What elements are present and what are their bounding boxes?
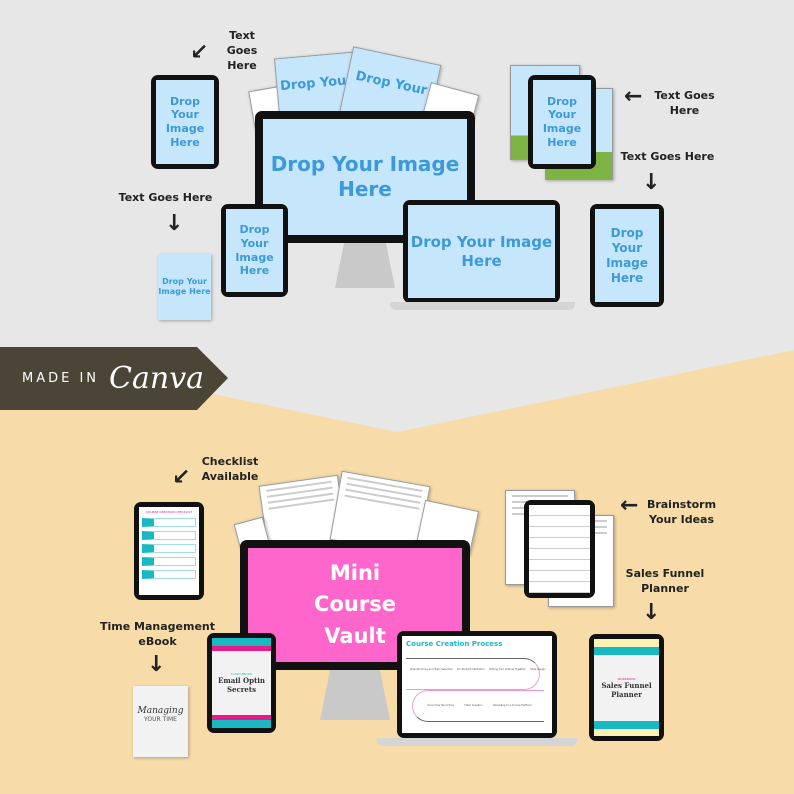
laptop-base <box>390 302 575 310</box>
canva-logo: Canva <box>109 361 205 396</box>
placeholder-text: Drop Your Image Here <box>226 209 283 292</box>
caption-label: Text Goes Here <box>654 89 715 117</box>
process-step: Brainstorming and Topic Selection <box>410 668 453 671</box>
process-step: Slide Design <box>530 668 546 671</box>
placeholder-text: Drop Your Image Here <box>408 205 555 298</box>
laptop-mockup: Course Creation Process Brainstorming an… <box>397 631 557 738</box>
placeholder-text: Drop Your Image Here <box>156 80 214 164</box>
monitor-mockup: Drop Your Image Here <box>255 111 475 243</box>
arrow-down-left-icon: ↙ <box>172 465 191 490</box>
process-step: Video Creation <box>464 704 483 707</box>
arrow-left-icon: ← <box>624 84 643 109</box>
process-step: Do Student Validation <box>457 668 485 671</box>
sales-funnel-tablet: WORKBOOK Sales Funnel Planner <box>589 634 664 741</box>
caption-label: Time Management eBook <box>100 620 215 648</box>
placeholder-text: Drop Your Image Here <box>533 80 591 164</box>
ebook-subtitle: YOUR TIME <box>144 716 177 723</box>
caption-label: Text Goes Here <box>620 150 715 163</box>
placeholder-text: Drop Your Image Here <box>158 254 211 320</box>
arrow-down-icon: ↓ <box>165 211 184 236</box>
brainstorm-tablet <box>524 500 595 598</box>
monitor-stand <box>335 243 395 288</box>
made-in-text: MADE IN <box>22 371 100 386</box>
arrow-down-icon: ↓ <box>642 600 661 625</box>
tablet-mockup: Drop Your Image Here <box>528 75 596 169</box>
email-ebook-tablet: FLASH EBOOK Email Optin Secrets <box>207 633 276 733</box>
caption-label: Brainstorm Your Ideas <box>646 498 717 526</box>
ebook-cover: Managing YOUR TIME <box>133 686 188 757</box>
tablet-mockup: Drop Your Image Here <box>221 204 288 297</box>
tablet-mockup: Drop Your Image Here <box>590 204 664 307</box>
arrow-down-left-icon: ↙ <box>190 40 209 65</box>
arrow-down-icon: ↓ <box>642 170 661 195</box>
process-step: Putting Your Outline Together <box>489 668 526 671</box>
workbook-title: Sales Funnel Planner <box>601 681 652 699</box>
caption-label: Checklist Available <box>201 455 259 483</box>
process-title: Course Creation Process <box>406 640 503 648</box>
ebook-title: Managing <box>137 706 184 716</box>
book-mockup: Drop Your Image Here <box>158 254 211 320</box>
laptop-base <box>377 738 577 746</box>
caption-label: Text Goes Here <box>118 191 213 204</box>
arrow-down-icon: ↓ <box>147 652 166 677</box>
checklist-tablet: COURSE CREATION CHECKLIST <box>134 502 204 600</box>
placeholder-text: Drop Your Image Here <box>595 209 659 302</box>
monitor-stand <box>320 668 390 720</box>
ebook-title: Email Optin Secrets <box>218 676 266 694</box>
process-step: Uploading to a Course Platform <box>492 704 532 707</box>
checklist-title: COURSE CREATION CHECKLIST <box>145 510 193 514</box>
made-in-canva-banner: MADE IN Canva <box>0 347 228 410</box>
laptop-mockup: Drop Your Image Here <box>403 200 560 303</box>
arrow-left-icon: ← <box>620 493 639 518</box>
process-step: Voice Over Recording <box>427 704 454 707</box>
ebook-kicker: FLASH EBOOK <box>230 672 253 676</box>
workbook-kicker: WORKBOOK <box>617 677 636 681</box>
caption-label: Sales Funnel Planner <box>625 567 705 595</box>
tablet-mockup: Drop Your Image Here <box>151 75 219 169</box>
caption-label: Text Goes Here <box>226 29 258 72</box>
